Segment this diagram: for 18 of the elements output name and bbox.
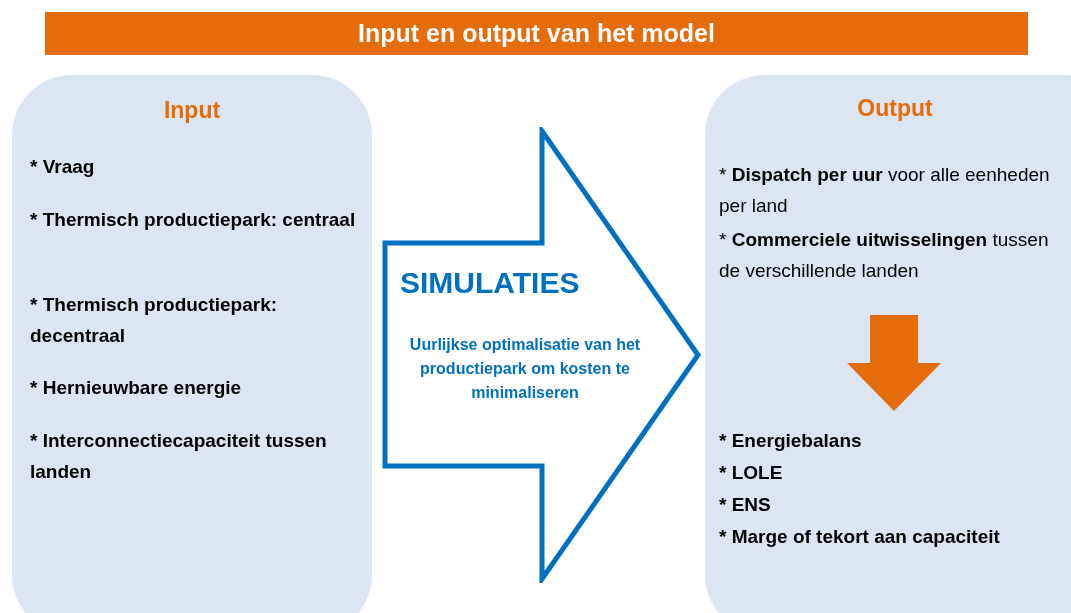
list-item: * Interconnectiecapaciteit tussen landen bbox=[30, 429, 328, 484]
list-item: * Hernieuwbare energie bbox=[30, 376, 243, 400]
rounded-panel bbox=[705, 75, 1071, 613]
arrow-heading: SIMULATIES bbox=[400, 265, 581, 301]
list-item: * Thermisch productiepark: centraal bbox=[30, 208, 357, 232]
block-arrow-shape bbox=[380, 127, 702, 583]
title-banner: Input en output van het model bbox=[45, 12, 1028, 55]
list-item: * ENS bbox=[719, 493, 772, 517]
list-item: * Energiebalans bbox=[719, 429, 863, 453]
list-item: * Thermisch productiepark: decentraal bbox=[30, 293, 279, 348]
panel-heading: Input bbox=[162, 96, 222, 125]
list-item: * Vraag bbox=[30, 155, 96, 179]
arrow-text: Uurlijkse optimalisatie van het productiepark om kosten te minimaliseren bbox=[408, 335, 642, 403]
list-item: *Commerciele uitwisselingen tussen de verschillende landen bbox=[719, 228, 1050, 283]
panel-heading: Output bbox=[856, 94, 934, 123]
list-item: * Marge of tekort aan capaciteit bbox=[719, 525, 1001, 549]
list-item: * LOLE bbox=[719, 461, 784, 485]
rounded-panel bbox=[12, 75, 372, 613]
